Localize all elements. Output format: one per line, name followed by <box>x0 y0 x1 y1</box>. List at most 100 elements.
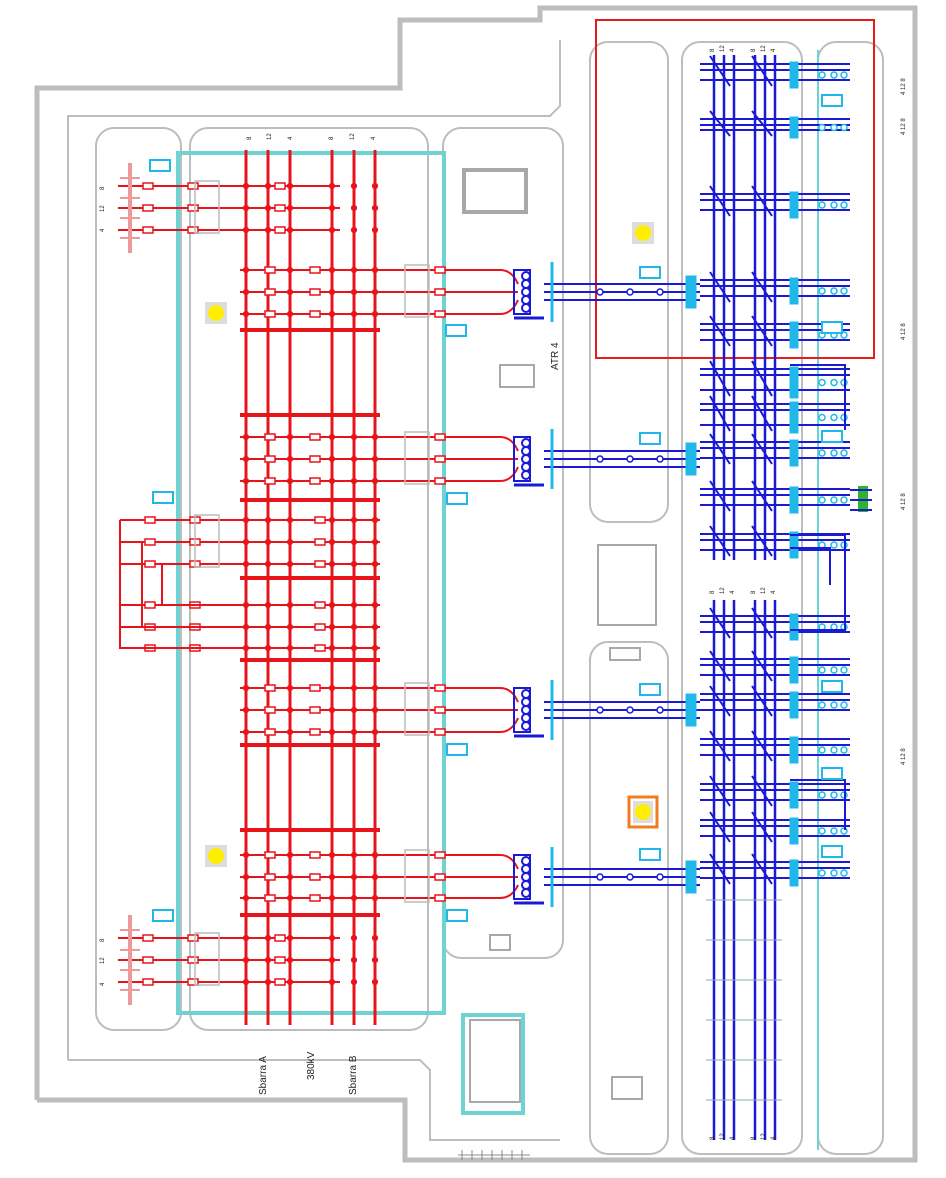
lv-node <box>830 746 838 754</box>
hv-node <box>286 288 294 296</box>
hv-to-transformer <box>499 269 519 285</box>
transformer-coil <box>521 295 531 305</box>
hv-node <box>242 226 250 234</box>
lv-diagonal <box>709 185 731 217</box>
hv-to-transformer <box>499 466 519 482</box>
bay-label-4: 4 <box>730 48 736 52</box>
lamp-icons <box>205 222 659 867</box>
hv-node <box>286 433 294 441</box>
lv-diagonal <box>751 650 773 682</box>
hv-to-transformer <box>499 854 519 870</box>
lv-switchgear <box>789 191 799 219</box>
hv-breaker <box>434 873 446 881</box>
aux-device <box>639 432 661 445</box>
hv-breaker <box>274 934 286 942</box>
hv-breaker <box>314 623 326 631</box>
hv-node <box>242 477 250 485</box>
auxiliary-devices <box>149 94 843 986</box>
hv-breaker <box>309 310 321 318</box>
hv-node <box>371 266 379 274</box>
hv-loop <box>119 520 240 649</box>
transformer-coil <box>521 856 531 866</box>
lv-diagonal <box>751 811 773 843</box>
lv-diagonal <box>709 433 731 465</box>
lv-switchgear <box>789 486 799 514</box>
hv-breaker <box>434 288 446 296</box>
hv-breaker <box>434 894 446 902</box>
lv-node <box>626 455 634 463</box>
hv-node <box>350 433 358 441</box>
bay-label-4: 4 <box>771 1136 777 1140</box>
bay-label-group: 4 12 8 <box>901 118 907 135</box>
lv-diagonal <box>751 395 773 432</box>
hv-node <box>371 560 379 568</box>
hv-node <box>328 266 336 274</box>
hv-node <box>264 623 272 631</box>
lv-node <box>818 287 826 295</box>
hv-breaker <box>274 978 286 986</box>
hv-node <box>350 226 358 234</box>
hv-node <box>264 516 272 524</box>
hv-node <box>350 455 358 463</box>
lv-node <box>830 378 838 387</box>
hv-node <box>328 706 336 714</box>
hv-node <box>286 934 294 942</box>
lv-switchgear <box>789 691 799 719</box>
lv-diagonal <box>751 315 773 347</box>
hv-node <box>286 706 294 714</box>
lv-node <box>840 201 848 209</box>
lv-node <box>840 123 848 132</box>
aux-device <box>639 266 661 279</box>
hv-breaker <box>264 706 276 714</box>
bay-label-12: 12 <box>100 957 106 964</box>
hv-breaker <box>434 706 446 714</box>
lv-node <box>818 378 826 387</box>
hv-node <box>350 538 358 546</box>
lv-switchgear <box>789 656 799 684</box>
lv-diagonal <box>751 853 773 885</box>
hv-node <box>328 978 336 986</box>
transformer-coil <box>521 880 531 890</box>
hv-breaker <box>309 455 321 463</box>
zone-outlines <box>95 41 884 1155</box>
hv-node <box>328 601 336 609</box>
hv-node <box>242 433 250 441</box>
lv-node <box>818 827 826 835</box>
bay-label-8: 8 <box>710 1136 716 1140</box>
hv-breaker <box>309 266 321 274</box>
lv-incomer-switch <box>685 693 697 727</box>
hv-node <box>242 204 250 212</box>
lv-node <box>830 496 838 504</box>
hv-node <box>371 538 379 546</box>
green-device <box>850 486 872 512</box>
lv-node <box>818 413 826 422</box>
hv-breaker <box>142 934 154 942</box>
hv-node <box>328 956 336 964</box>
lv-diagonal <box>709 395 731 432</box>
lv-node <box>830 827 838 835</box>
hv-cabinet <box>404 431 430 485</box>
bay-label-4: 4 <box>371 136 377 140</box>
transformers <box>513 262 554 907</box>
lv-node <box>656 455 664 463</box>
hv-node <box>286 728 294 736</box>
lv-switchgear <box>789 321 799 349</box>
hv-node <box>242 310 250 318</box>
transformer-coil <box>521 470 531 480</box>
aux-device <box>149 159 171 172</box>
hv-breaker <box>142 956 154 964</box>
hv-node <box>242 934 250 942</box>
hv-node <box>371 623 379 631</box>
bay-label-12: 12 <box>267 133 273 140</box>
lv-switchgear <box>789 531 799 559</box>
hv-breaker <box>264 433 276 441</box>
aux-device <box>446 743 468 756</box>
lv-diagonal <box>709 360 731 397</box>
hv-node <box>371 310 379 318</box>
bay-label-12: 12 <box>720 45 726 52</box>
hv-node <box>286 956 294 964</box>
bay-label-8: 8 <box>751 590 757 594</box>
voltage-label: 380kV <box>306 1051 317 1080</box>
lv-switchgear <box>789 817 799 845</box>
hv-node <box>264 560 272 568</box>
